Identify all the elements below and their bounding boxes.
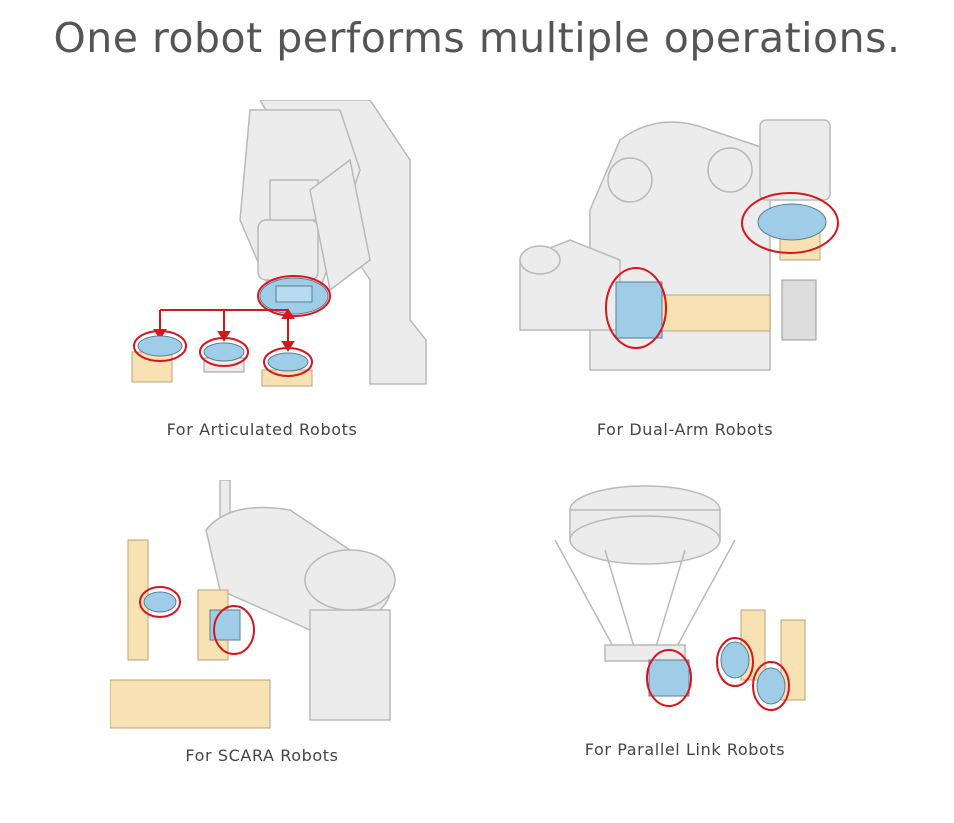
scara-end-effector (197, 589, 255, 661)
scara-tool-station (127, 539, 181, 661)
tool-station-2 (199, 337, 249, 373)
scara-robot-illustration (110, 480, 410, 730)
page-title: One robot performs multiple operations. (53, 14, 901, 62)
left-arm-gripper (605, 267, 771, 349)
caption-articulated: For Articulated Robots (166, 420, 358, 439)
articulated-robot-illustration (110, 100, 430, 390)
dual-arm-robot-illustration (510, 110, 840, 375)
tool-station-1 (131, 330, 187, 383)
right-arm-gripper (741, 192, 839, 341)
parallel-tool-stations (716, 609, 806, 711)
caption-scara: For SCARA Robots (185, 746, 339, 765)
mounted-tool-changer (257, 275, 331, 317)
caption-dual-arm: For Dual-Arm Robots (596, 420, 774, 439)
caption-parallel: For Parallel Link Robots (584, 740, 786, 759)
parallel-link-robot-illustration (545, 480, 835, 715)
parallel-end-effector (646, 649, 692, 707)
tool-station-3 (261, 347, 313, 387)
